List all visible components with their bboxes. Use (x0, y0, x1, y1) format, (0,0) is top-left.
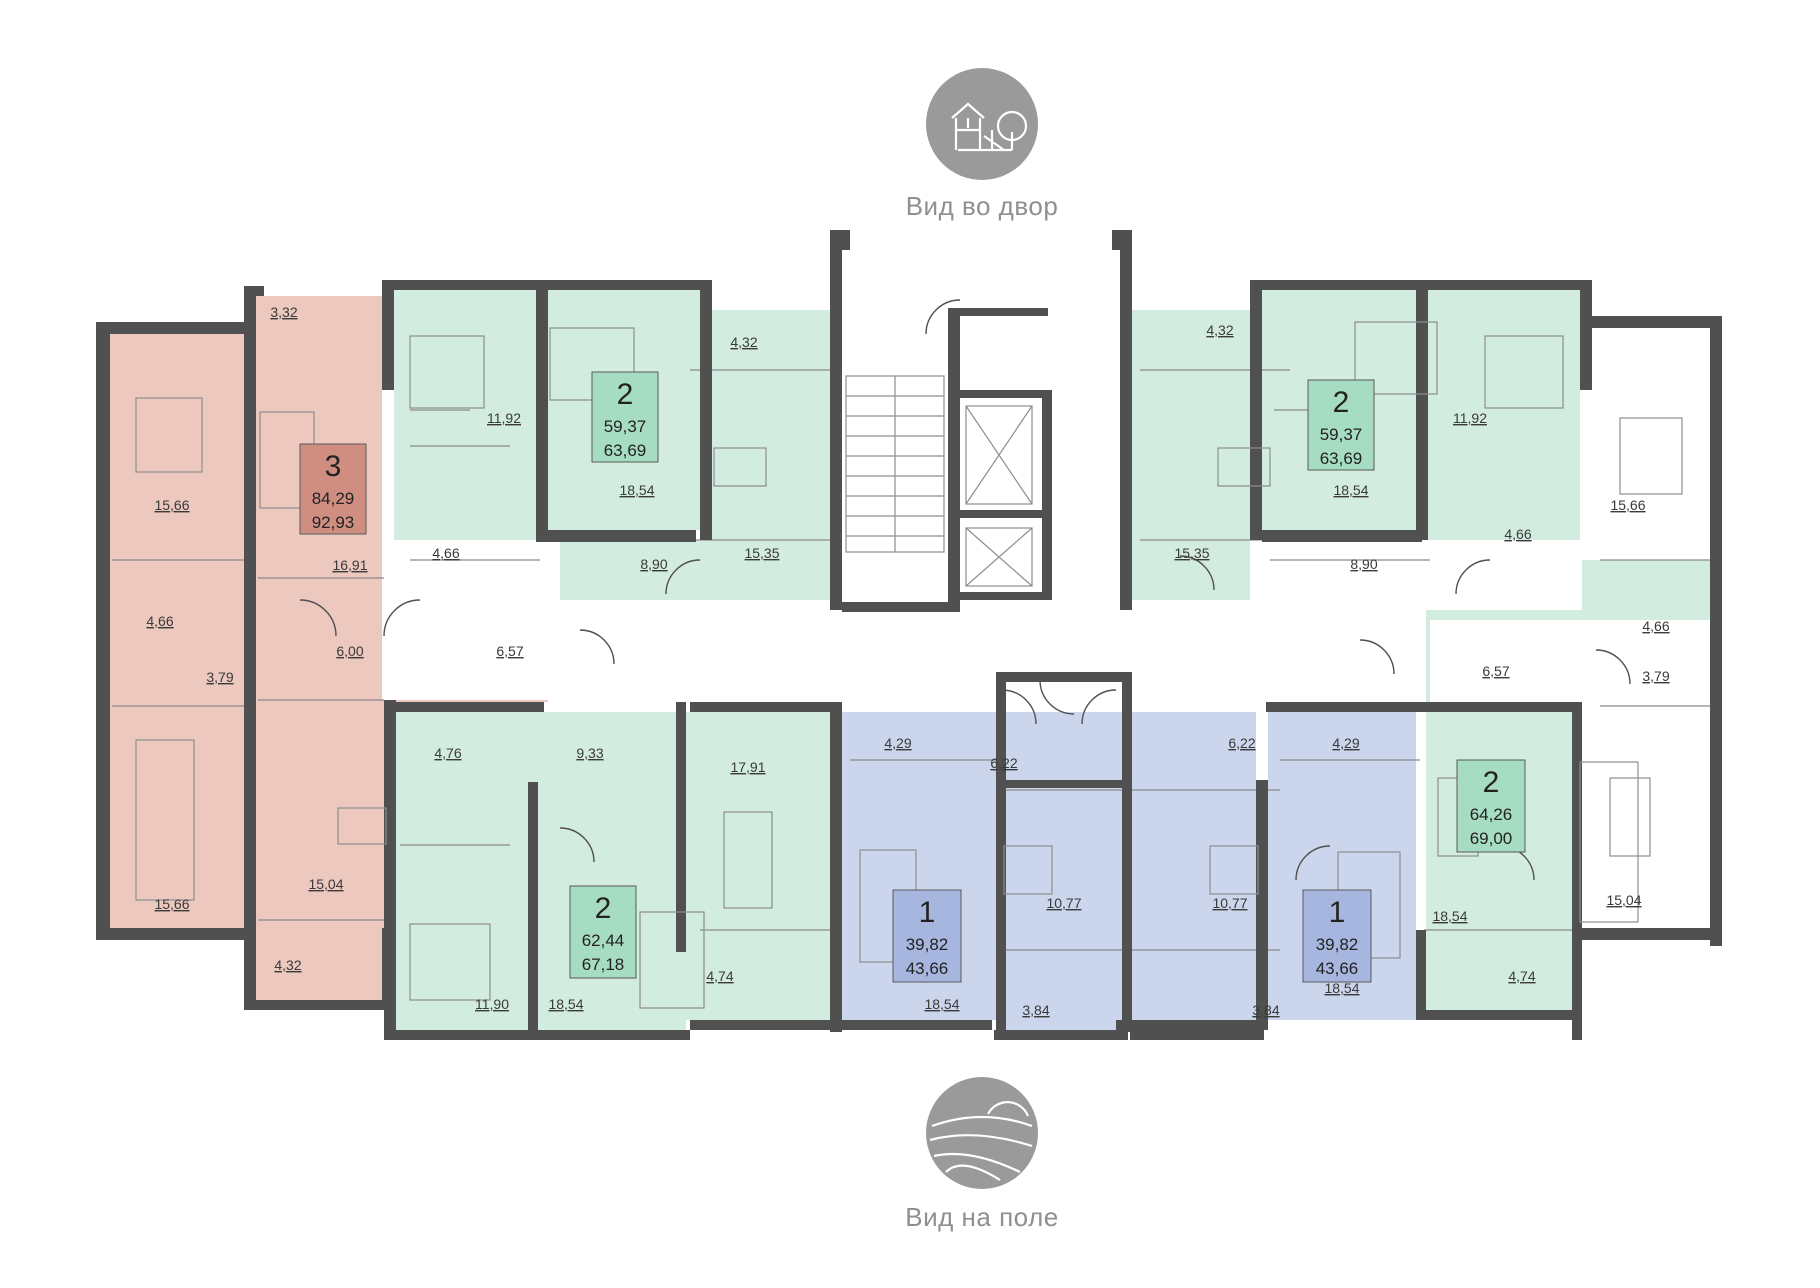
room-area-label: 17,91 (730, 759, 765, 775)
badge-background (1302, 889, 1372, 983)
badge-area-living: 62,44 (582, 931, 625, 950)
room-area-label: 10,77 (1212, 895, 1247, 911)
fill-apt-2-bottom-left (396, 712, 830, 1030)
badge-rooms-count: 2 (1483, 766, 1500, 799)
badge-background (1456, 759, 1526, 853)
room-area-label: 8,90 (640, 556, 667, 572)
furniture (135, 321, 1683, 1009)
badge-area-total: 63,69 (604, 441, 647, 460)
badge-background (892, 889, 962, 983)
room-area-label: 15,04 (308, 876, 343, 892)
room-area-label: 18,54 (924, 996, 959, 1012)
fill-apt-2-right (1426, 560, 1710, 1010)
room-area-label: 9,33 (576, 745, 603, 761)
badge-rooms-count: 1 (919, 896, 936, 929)
badge-area-total: 43,66 (906, 959, 949, 978)
room-area-label: 15,66 (154, 497, 189, 513)
room-area-label: 4,66 (146, 613, 173, 629)
room-area-label: 18,54 (619, 482, 654, 498)
room-area-label: 15,66 (154, 896, 189, 912)
room-area-label: 6,57 (1482, 663, 1509, 679)
room-area-label: 16,91 (332, 557, 367, 573)
room-area-label: 4,74 (706, 968, 733, 984)
room-area-label: 3,84 (1022, 1002, 1049, 1018)
badge-area-total: 63,69 (1320, 449, 1363, 468)
room-area-label: 18,54 (548, 996, 583, 1012)
badge-apt-1-left[interactable]: 1 39,82 43,66 (892, 889, 962, 983)
room-area-label: 15,66 (1610, 497, 1645, 513)
fill-apt-3-left (110, 296, 548, 1000)
stair-core (845, 375, 1033, 587)
room-area-label: 4,29 (1332, 735, 1359, 751)
playground-icon (926, 68, 1038, 180)
badge-area-total: 69,00 (1470, 829, 1513, 848)
room-area-label: 8,90 (1350, 556, 1377, 572)
badge-area-total: 43,66 (1316, 959, 1359, 978)
room-area-label: 18,54 (1333, 482, 1368, 498)
badge-apt-3-left[interactable]: 3 84,29 92,93 (299, 443, 367, 535)
room-area-label: 10,77 (1046, 895, 1081, 911)
badge-area-living: 59,37 (1320, 425, 1363, 444)
badge-rooms-count: 2 (1333, 386, 1350, 419)
room-area-label: 15,35 (744, 545, 779, 561)
badge-apt-2-top-left[interactable]: 2 59,37 63,69 (591, 371, 659, 463)
room-area-label: 4,66 (432, 545, 459, 561)
room-area-label: 6,57 (496, 643, 523, 659)
room-area-label: 4,66 (1642, 618, 1669, 634)
room-area-label: 11,90 (475, 996, 509, 1012)
badge-background (569, 885, 637, 979)
badge-apt-2-bottom-left[interactable]: 2 62,44 67,18 (569, 885, 637, 979)
room-area-label: 18,54 (1324, 980, 1359, 996)
room-area-label: 4,29 (884, 735, 911, 751)
badge-rooms-count: 2 (617, 378, 634, 411)
badge-area-total: 67,18 (582, 955, 625, 974)
room-area-label: 11,92 (1453, 410, 1487, 426)
room-area-label: 4,66 (1504, 526, 1531, 542)
badge-area-living: 59,37 (604, 417, 647, 436)
badge-background (591, 371, 659, 463)
apartment-badges: 3 84,29 92,93 2 59,37 63,69 2 59,37 63,69 2 62,44 6… (299, 371, 1526, 983)
badge-background (299, 443, 367, 535)
badge-apt-1-right[interactable]: 1 39,82 43,66 (1302, 889, 1372, 983)
room-area-label: 4,32 (730, 334, 757, 350)
room-area-label: 3,84 (1252, 1002, 1279, 1018)
badge-area-living: 84,29 (312, 489, 355, 508)
room-area-label: 4,32 (274, 957, 301, 973)
room-area-label: 4,76 (434, 745, 461, 761)
badge-apt-2-top-right[interactable]: 2 59,37 63,69 (1307, 379, 1375, 471)
room-area-label: 4,74 (1508, 968, 1535, 984)
room-area-label: 15,35 (1174, 545, 1209, 561)
badge-apt-2-right[interactable]: 2 64,26 69,00 (1456, 759, 1526, 853)
walls (96, 230, 1722, 1040)
caption-bottom: Вид на поле (905, 1202, 1058, 1232)
room-area-label: 3,79 (206, 669, 233, 685)
room-area-label: 18,54 (1432, 908, 1467, 924)
badge-rooms-count: 1 (1329, 896, 1346, 929)
caption-top: Вид во двор (906, 191, 1059, 221)
room-area-label: 6,00 (336, 643, 363, 659)
room-area-label: 6,22 (1228, 735, 1255, 751)
doors (299, 299, 1631, 881)
room-area-labels: 3,32 15,66 16,91 4,66 3,79 6,00 6,57 15,66 15,04… (146, 304, 1669, 1018)
badge-rooms-count: 3 (325, 450, 342, 483)
badge-background (1307, 379, 1375, 471)
room-area-label: 4,32 (1206, 322, 1233, 338)
room-area-label: 6,22 (990, 755, 1017, 771)
room-area-label: 15,04 (1606, 892, 1641, 908)
badge-area-living: 64,26 (1470, 805, 1513, 824)
room-area-label: 3,32 (270, 304, 297, 320)
badge-rooms-count: 2 (595, 892, 612, 925)
badge-area-living: 39,82 (1316, 935, 1359, 954)
room-area-label: 11,92 (487, 410, 521, 426)
room-area-label: 3,79 (1642, 668, 1669, 684)
badge-area-total: 92,93 (312, 513, 355, 532)
field-icon (926, 1077, 1038, 1189)
badge-area-living: 39,82 (906, 935, 949, 954)
